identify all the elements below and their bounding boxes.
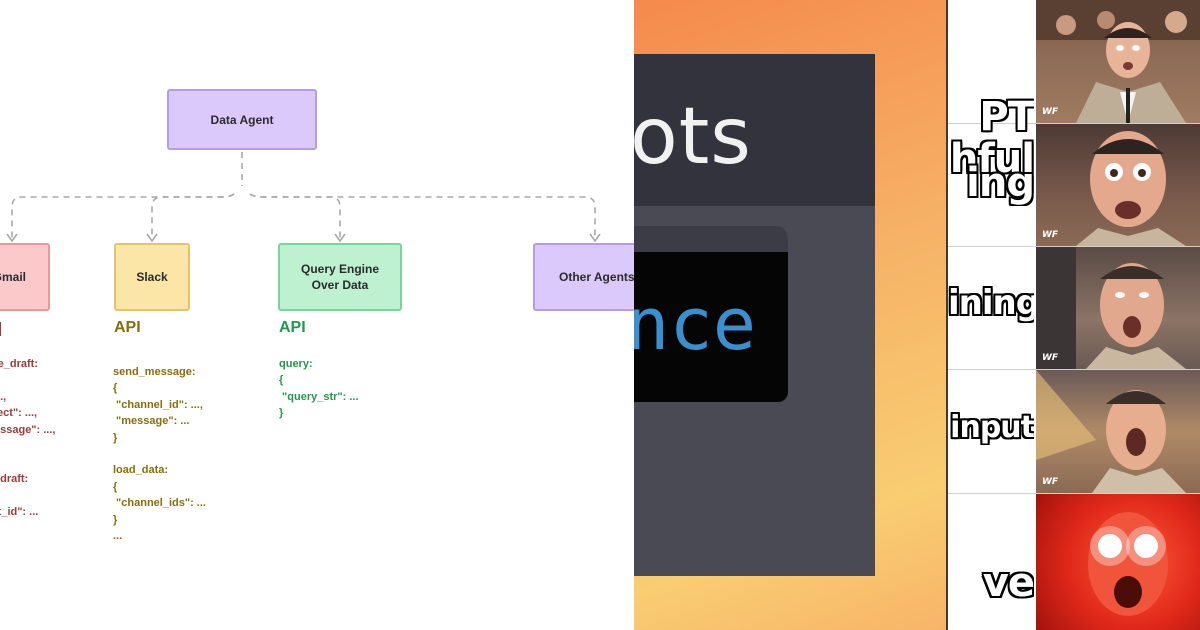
connector-to-slack <box>151 193 235 238</box>
connector-to-other-agents <box>249 193 596 238</box>
code-word-fragment: nce <box>634 282 757 366</box>
slack-api-body: send_message: { "channel_id": ..., "mess… <box>113 366 206 543</box>
gmail-api-body: te_draft: ..., ject": ..., essage": ...,… <box>0 358 56 518</box>
meme-row-5: ve <box>948 494 1200 630</box>
query-engine-api-title: API <box>279 319 306 336</box>
shocked-man-face-2-drawing <box>1076 131 1186 246</box>
node-gmail-label: Gmail <box>0 270 26 284</box>
meme-caption-5: ve <box>982 560 1034 606</box>
agent-diagram: Data Agent Gmail Slack Query Engine Over… <box>0 89 634 543</box>
arrowhead-other-agents <box>589 233 601 243</box>
connector-to-query-engine <box>249 193 341 238</box>
slide-title-fragment: ots <box>634 92 752 182</box>
node-slack: Slack <box>114 243 190 311</box>
meme-caption-4: r input <box>948 410 1034 445</box>
node-data-agent-label: Data Agent <box>210 112 274 127</box>
meme-row-2: WF ing <box>948 124 1200 247</box>
node-query-engine-label: Query Engine Over Data <box>300 262 380 292</box>
code-block-tab <box>634 226 788 256</box>
panel-divider <box>946 0 948 630</box>
meme-strip: WF PT hful WF ing <box>948 0 1200 630</box>
meme-caption-1-text: PT hful <box>949 94 1034 182</box>
shocked-man-face-4-image: WF <box>1036 370 1200 493</box>
wwf-logo: WF <box>1042 230 1059 240</box>
slide-panel: ots nce <box>634 0 948 630</box>
slide-header: ots <box>634 54 875 206</box>
meme-caption-3: ining <box>948 283 1034 323</box>
shocked-man-face-glowing-eyes-drawing <box>1088 512 1168 616</box>
arrowhead-slack <box>146 233 158 243</box>
wwf-logo: WF <box>1042 477 1059 487</box>
shocked-man-face-4-drawing <box>1036 370 1186 493</box>
meme-caption-1: PT hful <box>948 12 1034 264</box>
node-slack-label: Slack <box>136 270 168 284</box>
gmail-api-marker <box>0 322 1 336</box>
node-data-agent: Data Agent <box>167 89 317 150</box>
query-engine-api-body: query: { "query_str": ... } <box>279 358 359 420</box>
arrowhead-query-engine <box>334 233 346 243</box>
shocked-man-face-1-image: WF <box>1036 0 1200 123</box>
shocked-man-face-glowing-eyes-image <box>1036 494 1200 630</box>
connector-to-gmail <box>11 193 235 238</box>
code-block: nce <box>634 252 788 402</box>
slack-api-title: API <box>114 319 141 336</box>
slide-card: ots nce <box>634 54 875 576</box>
meme-row-1: WF PT hful <box>948 0 1200 180</box>
shocked-man-face-2-image: WF <box>1036 124 1200 246</box>
meme-row-3: WF ining <box>948 247 1200 370</box>
shocked-man-face-1-drawing <box>1036 0 1200 123</box>
meme-row-4: WF r input <box>948 370 1200 494</box>
node-gmail: Gmail <box>0 243 50 311</box>
arrowhead-gmail <box>6 233 18 243</box>
node-query-engine: Query Engine Over Data <box>278 243 402 311</box>
node-other-agents: Other Agents <box>533 243 634 311</box>
wwf-logo: WF <box>1042 107 1059 117</box>
meme-caption-2: ing <box>966 160 1034 206</box>
wwf-logo: WF <box>1042 353 1059 363</box>
shocked-man-face-3-image: WF <box>1036 247 1200 369</box>
node-other-agents-label: Other Agents <box>559 270 634 284</box>
shocked-man-face-3-drawing <box>1036 247 1186 369</box>
diagram-connectors <box>6 152 601 243</box>
